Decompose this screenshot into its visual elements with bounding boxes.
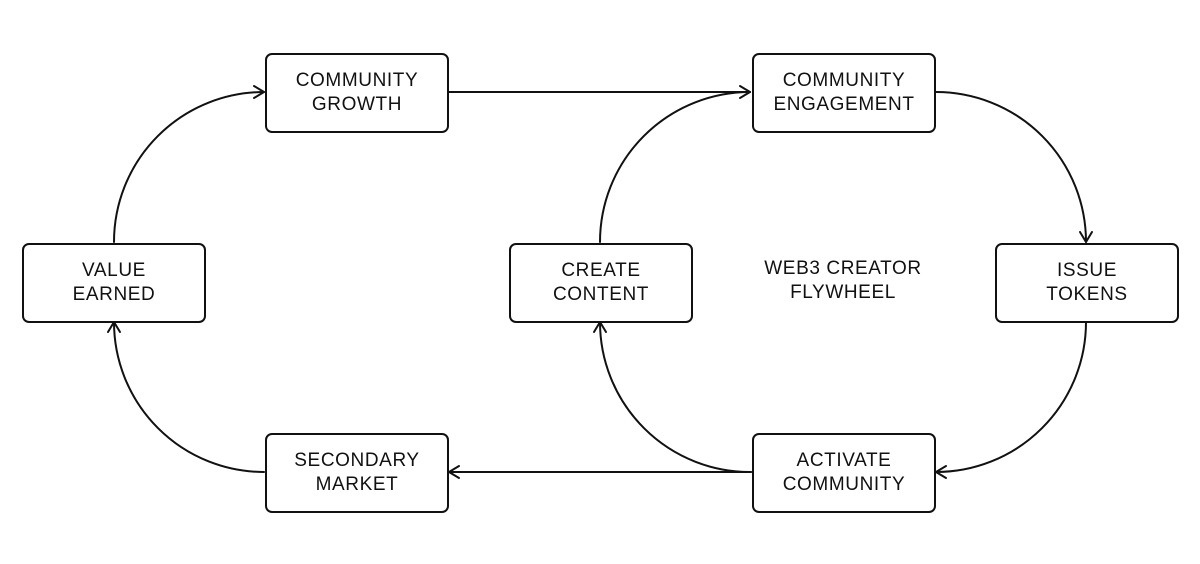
edge-activate-to-create [599,321,752,474]
node-community-engagement-line-1: COMMUNITY [782,70,906,91]
edge-value-to-growth [113,91,265,243]
node-value-earned-line-2: EARNED [72,284,156,305]
arrowhead-activate-to-secondary [448,465,460,479]
arrowhead-tokens-to-activate [935,465,947,479]
node-secondary-market: SECONDARY MARKET [265,433,449,513]
arrowhead-value-to-growth [253,85,265,99]
node-community-engagement-line-2: ENGAGEMENT [773,94,915,115]
node-create-content-line-2: CONTENT [552,284,650,305]
node-activate-community-line-1: ACTIVATE [796,450,892,471]
node-community-growth-line-1: COMMUNITY [295,70,419,91]
node-community-growth-line-2: GROWTH [311,94,403,115]
edge-create-to-engagement [599,91,751,243]
diagram-title: WEB3 CREATOR FLYWHEEL [733,257,953,305]
node-issue-tokens-line-1: ISSUE [1056,260,1118,281]
node-secondary-market-line-1: SECONDARY [294,450,420,471]
node-community-engagement: COMMUNITY ENGAGEMENT [752,53,936,133]
node-value-earned-line-1: VALUE [82,260,146,281]
node-value-earned: VALUE EARNED [22,243,206,323]
node-secondary-market-line-2: MARKET [315,474,399,495]
node-activate-community: ACTIVATE COMMUNITY [752,433,936,513]
arrowhead-engagement-to-tokens [1079,231,1093,243]
diagram-title-line-1: WEB3 CREATOR [764,258,922,279]
node-create-content: CREATE CONTENT [509,243,693,323]
node-activate-community-line-2: COMMUNITY [782,474,906,495]
node-community-growth: COMMUNITY GROWTH [265,53,449,133]
edge-tokens-to-activate [935,321,1087,473]
node-create-content-line-1: CREATE [561,260,641,281]
node-issue-tokens-line-2: TOKENS [1046,284,1128,305]
node-issue-tokens: ISSUE TOKENS [995,243,1179,323]
edge-engagement-to-tokens [935,91,1087,243]
diagram-title-line-2: FLYWHEEL [790,282,896,303]
edge-secondary-to-value [113,321,265,473]
